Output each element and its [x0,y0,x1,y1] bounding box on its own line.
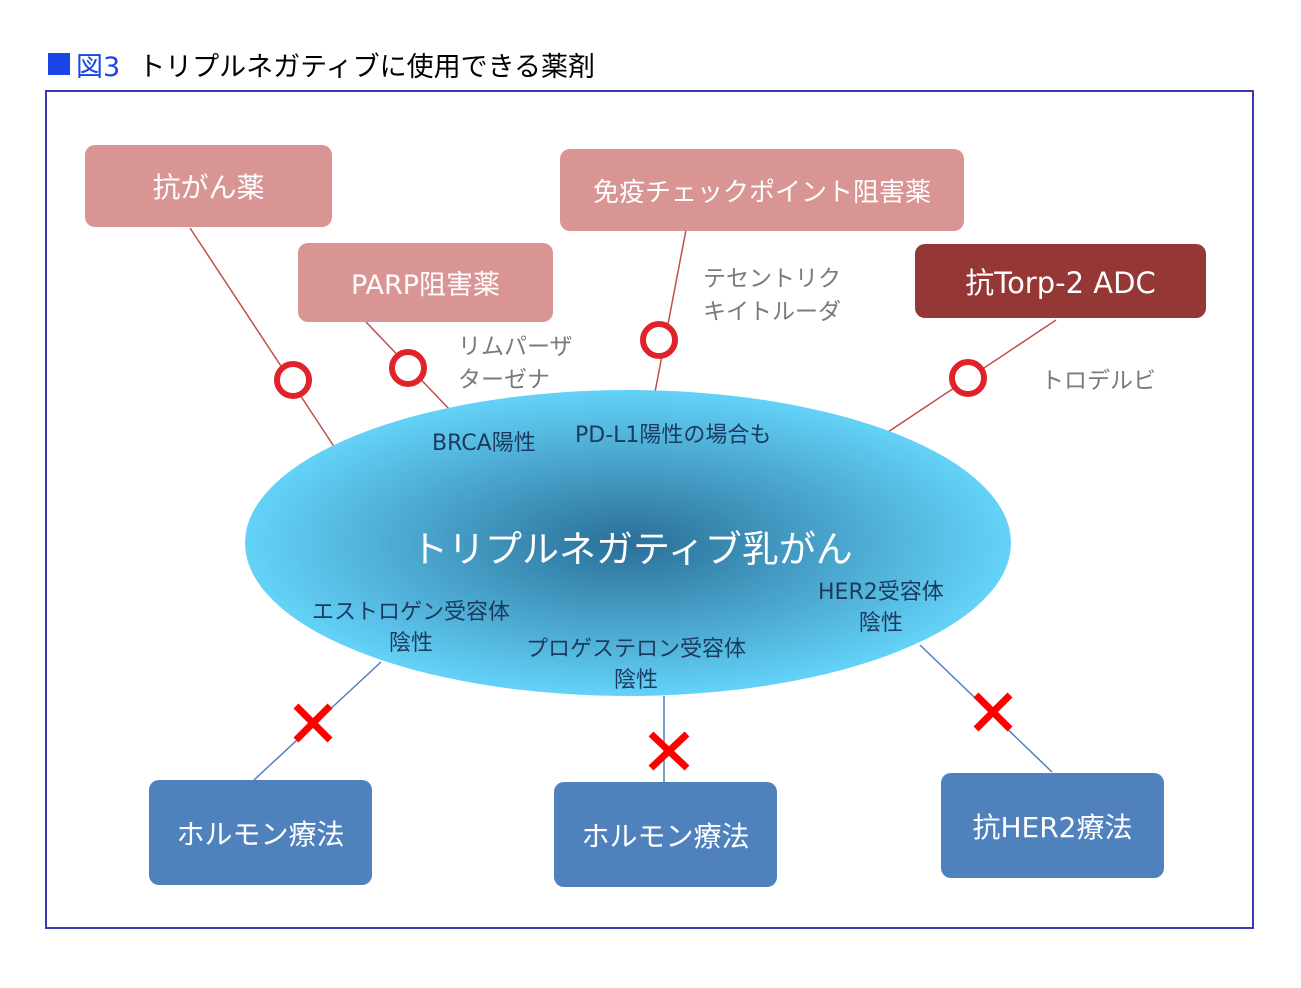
condition-her2-2: 陰性 [858,611,903,636]
therapy-box-hormone-left-label: ホルモン療法 [176,817,345,851]
figure-number: 図3 [76,51,121,83]
condition-er-2: 陰性 [389,631,434,656]
not-usable-mark-hormone-middle [648,731,690,771]
condition-er: エストロゲン受容体 陰性 [312,597,510,659]
drug-name-parp-2: ターゼナ [458,367,550,393]
center-oval [245,390,1011,696]
drug-box-checkpoint-label: 免疫チェックポイント阻害薬 [592,177,931,208]
drug-box-parp: PARP阻害薬 [298,243,553,322]
diagram-frame [45,90,1254,929]
therapy-box-anti-her2: 抗HER2療法 [941,773,1164,878]
therapy-box-hormone-left: ホルモン療法 [149,780,372,885]
figure-title-text: トリプルネガティブに使用できる薬剤 [138,51,596,83]
usable-mark-parp [389,349,427,387]
title-square-icon [48,53,70,75]
usable-mark-anticancer [274,361,312,399]
drug-box-parp-label: PARP阻害薬 [350,270,501,301]
drug-box-checkpoint: 免疫チェックポイント阻害薬 [560,149,964,231]
drug-name-checkpoint-2: キイトルーダ [703,299,841,325]
therapy-box-hormone-middle: ホルモン療法 [554,782,777,887]
drug-box-anticancer-label: 抗がん薬 [152,171,265,204]
drug-name-trop2: トロデルビ [1041,365,1156,398]
condition-pdl1: PD-L1陽性の場合も [575,423,772,448]
drug-name-checkpoint-1: テセントリク [703,266,841,292]
drug-name-trop2-text: トロデルビ [1041,368,1156,394]
connector-anticancer [189,227,336,449]
condition-pr-2: 陰性 [614,668,659,693]
condition-her2-1: HER2受容体 [818,580,944,605]
center-label: トリプルネガティブ乳がん [411,528,853,571]
usable-mark-checkpoint [640,321,678,359]
drug-names-parp: リムパーザ ターゼナ [458,331,573,397]
condition-brca: BRCA陽性 [432,431,536,456]
drug-box-trop2-label: 抗Torp-2 ADC [965,266,1156,300]
condition-pr: プロゲステロン受容体 陰性 [526,634,746,696]
condition-er-1: エストロゲン受容体 [312,600,511,625]
drug-box-anticancer: 抗がん薬 [85,145,332,227]
therapy-box-anti-her2-label: 抗HER2療法 [972,810,1133,844]
drug-names-checkpoint: テセントリク キイトルーダ [703,263,841,329]
drug-box-trop2: 抗Torp-2 ADC [915,244,1206,318]
not-usable-mark-anti-her2 [973,692,1013,732]
drug-name-parp-1: リムパーザ [458,334,573,360]
condition-pr-1: プロゲステロン受容体 [526,637,747,662]
not-usable-mark-hormone-left [293,703,333,743]
figure-title: 図3 トリプルネガティブに使用できる薬剤 [48,44,595,84]
therapy-box-hormone-middle-label: ホルモン療法 [581,819,750,853]
connector-checkpoint [654,229,687,393]
condition-her2: HER2受容体 陰性 [818,577,944,639]
usable-mark-trop2 [949,359,987,397]
